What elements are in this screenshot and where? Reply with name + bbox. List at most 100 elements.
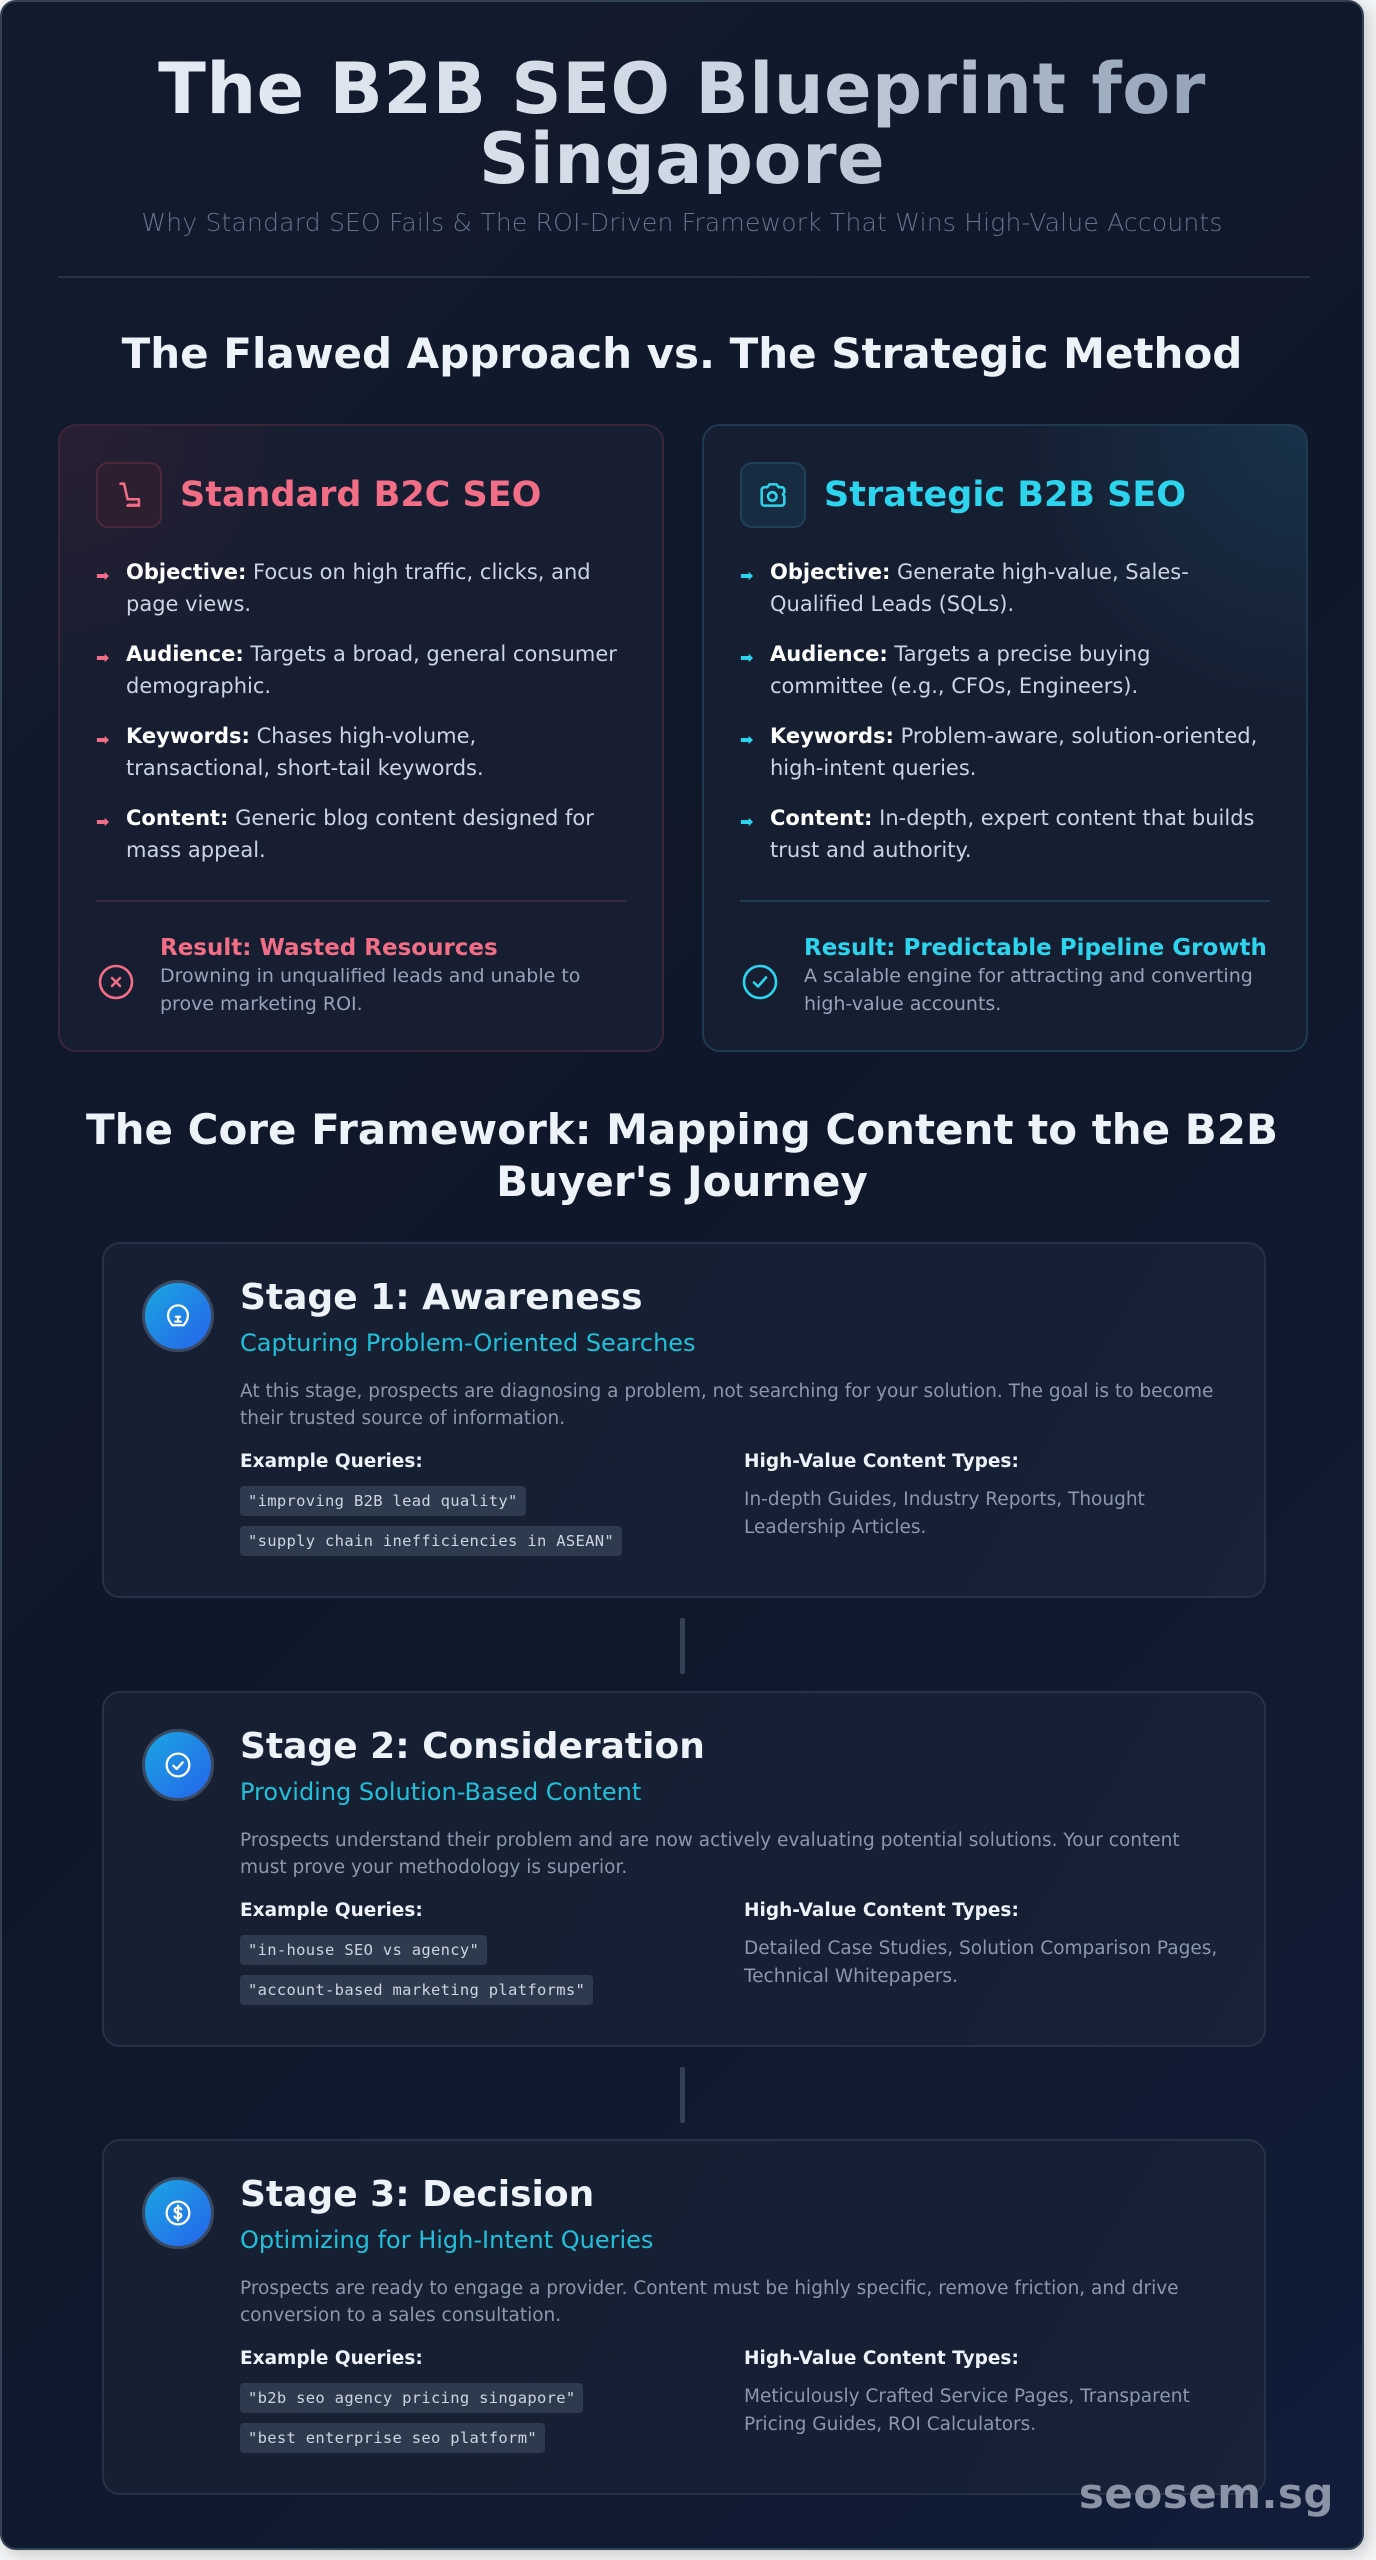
card-divider: [96, 900, 626, 902]
example-queries: Example Queries: "b2b seo agency pricing…: [240, 2347, 744, 2453]
check-circle-icon: [742, 964, 778, 1000]
comparison-heading: The Flawed Approach vs. The Strategic Me…: [121, 329, 1243, 378]
card-header: Strategic B2B SEO: [740, 462, 1270, 528]
item-label: Audience:: [126, 642, 244, 666]
dollar-circle-icon: [142, 2177, 214, 2249]
card-header: Standard B2C SEO: [96, 462, 626, 528]
item-text: Targets a precise buying committee (e.g.…: [770, 642, 1151, 698]
result-description: Drowning in unqualified leads and unable…: [160, 965, 581, 1015]
query-chip: "in-house SEO vs agency": [240, 1935, 488, 1965]
item-text: Chases high-volume, transactional, short…: [126, 724, 484, 780]
camera-icon: [740, 462, 806, 528]
header-divider: [58, 276, 1310, 278]
b2c-result: Result: Wasted Resources Drowning in unq…: [96, 934, 626, 1018]
list-item: ➡ Keywords: Problem-aware, solution-orien…: [740, 720, 1270, 784]
arrow-right-icon: ➡: [740, 566, 754, 585]
content-types: High-Value Content Types: Meticulously C…: [744, 2347, 1224, 2453]
item-text: Generic blog content designed for mass a…: [126, 806, 594, 862]
stage-consideration-card: Stage 2: Consideration Providing Solutio…: [102, 1691, 1266, 2047]
b2b-seo-card: Strategic B2B SEO ➡ Objective: Generate h…: [702, 424, 1308, 1052]
queries-label: Example Queries:: [240, 1451, 423, 1472]
stage-description: At this stage, prospects are diagnosing …: [240, 1381, 1214, 1429]
content-types: High-Value Content Types: In-depth Guide…: [744, 1450, 1224, 1556]
list-item: ➡ Keywords: Chases high-volume, transacti…: [96, 720, 626, 784]
shopping-cart-icon: [96, 462, 162, 528]
page-title-line-1: The B2B SEO Blueprint for: [158, 48, 1206, 130]
card-title: Strategic B2B SEO: [824, 475, 1187, 515]
item-label: Keywords:: [126, 724, 250, 748]
arrow-right-icon: ➡: [96, 730, 110, 749]
result-description: A scalable engine for attracting and con…: [804, 965, 1253, 1015]
example-queries: Example Queries: "in-house SEO vs agency…: [240, 1899, 744, 2005]
arrow-right-icon: ➡: [96, 812, 110, 831]
query-chip: "supply chain inefficiencies in ASEAN": [240, 1526, 623, 1556]
item-text: Problem-aware, solution-oriented, high-i…: [770, 724, 1258, 780]
item-text: Targets a broad, general consumer demogr…: [126, 642, 617, 698]
stage-title: Stage 3: Decision: [240, 2174, 595, 2215]
list-item: ➡ Audience: Targets a broad, general cons…: [96, 638, 626, 702]
item-text: In-depth, expert content that builds tru…: [770, 806, 1255, 862]
page-title-line-2: Singapore: [478, 118, 886, 200]
query-chip: "best enterprise seo platform": [240, 2423, 545, 2453]
x-circle-icon: [98, 964, 134, 1000]
result-title: Result: Wasted Resources: [160, 935, 498, 961]
lightbulb-icon: [142, 1280, 214, 1352]
stage-subtitle: Providing Solution-Based Content: [240, 1778, 642, 1806]
result-title: Result: Predictable Pipeline Growth: [804, 935, 1267, 961]
query-chip: "account-based marketing platforms": [240, 1975, 594, 2005]
b2b-result: Result: Predictable Pipeline Growth A sc…: [740, 934, 1270, 1018]
item-label: Objective:: [770, 560, 891, 584]
query-chip: "b2b seo agency pricing singapore": [240, 2383, 584, 2413]
stage-connector: [680, 2067, 685, 2123]
b2c-seo-card: Standard B2C SEO ➡ Objective: Focus on hi…: [58, 424, 664, 1052]
content-types-label: High-Value Content Types:: [744, 1900, 1019, 1921]
queries-label: Example Queries:: [240, 2348, 423, 2369]
stage-awareness-card: Stage 1: Awareness Capturing Problem-Ori…: [102, 1242, 1266, 1598]
stage-decision-card: Stage 3: Decision Optimizing for High-In…: [102, 2139, 1266, 2495]
item-text: Focus on high traffic, clicks, and page …: [126, 560, 591, 616]
b2c-attribute-list: ➡ Objective: Focus on high traffic, click…: [96, 556, 626, 866]
card-title: Standard B2C SEO: [180, 475, 542, 515]
content-types-label: High-Value Content Types:: [744, 2348, 1019, 2369]
framework-heading: The Core Framework: Mapping Content to t…: [2, 1104, 1362, 1208]
stage-title: Stage 2: Consideration: [240, 1726, 705, 1767]
framework-heading-line-1: The Core Framework: Mapping Content to t…: [85, 1105, 1279, 1154]
item-label: Audience:: [770, 642, 888, 666]
list-item: ➡ Content: In-depth, expert content that …: [740, 802, 1270, 866]
arrow-right-icon: ➡: [740, 730, 754, 749]
framework-heading-line-2: Buyer's Journey: [496, 1157, 868, 1206]
page-header: The B2B SEO Blueprint for Singapore Why …: [2, 54, 1362, 237]
brand-watermark: seosem.sg: [1078, 2469, 1334, 2518]
arrow-right-icon: ➡: [740, 648, 754, 667]
stage-description: Prospects understand their problem and a…: [240, 1830, 1180, 1878]
item-label: Content:: [126, 806, 229, 830]
b2b-attribute-list: ➡ Objective: Generate high-value, Sales-Q…: [740, 556, 1270, 866]
arrow-right-icon: ➡: [740, 812, 754, 831]
content-types-label: High-Value Content Types:: [744, 1451, 1019, 1472]
item-text: Generate high-value, Sales-Qualified Lea…: [770, 560, 1189, 616]
content-types-text: In-depth Guides, Industry Reports, Thoug…: [744, 1489, 1145, 1538]
item-label: Objective:: [126, 560, 247, 584]
list-item: ➡Objective: Focus on high traffic, click…: [96, 556, 626, 620]
list-item: ➡ Content: Generic blog content designed …: [96, 802, 626, 866]
content-types: High-Value Content Types: Detailed Case …: [744, 1899, 1224, 2005]
item-label: Keywords:: [770, 724, 894, 748]
stage-subtitle: Capturing Problem-Oriented Searches: [240, 1329, 696, 1357]
list-item: ➡ Objective: Generate high-value, Sales-Q…: [740, 556, 1270, 620]
example-queries: Example Queries: "improving B2B lead qua…: [240, 1450, 744, 1556]
content-types-text: Meticulously Crafted Service Pages, Tran…: [744, 2386, 1190, 2435]
arrow-right-icon: ➡: [96, 648, 110, 667]
check-circle-icon: [142, 1729, 214, 1801]
list-item: ➡ Audience: Targets a precise buying comm…: [740, 638, 1270, 702]
item-label: Content:: [770, 806, 873, 830]
query-chip: "improving B2B lead quality": [240, 1486, 526, 1516]
stage-description: Prospects are ready to engage a provider…: [240, 2278, 1179, 2326]
content-types-text: Detailed Case Studies, Solution Comparis…: [744, 1938, 1218, 1987]
page-title: The B2B SEO Blueprint for Singapore: [154, 54, 1210, 194]
stage-title: Stage 1: Awareness: [240, 1277, 643, 1318]
page-subtitle: Why Standard SEO Fails & The ROI-Driven …: [141, 208, 1223, 237]
stage-connector: [680, 1618, 685, 1674]
queries-label: Example Queries:: [240, 1900, 423, 1921]
stage-subtitle: Optimizing for High-Intent Queries: [240, 2226, 654, 2254]
